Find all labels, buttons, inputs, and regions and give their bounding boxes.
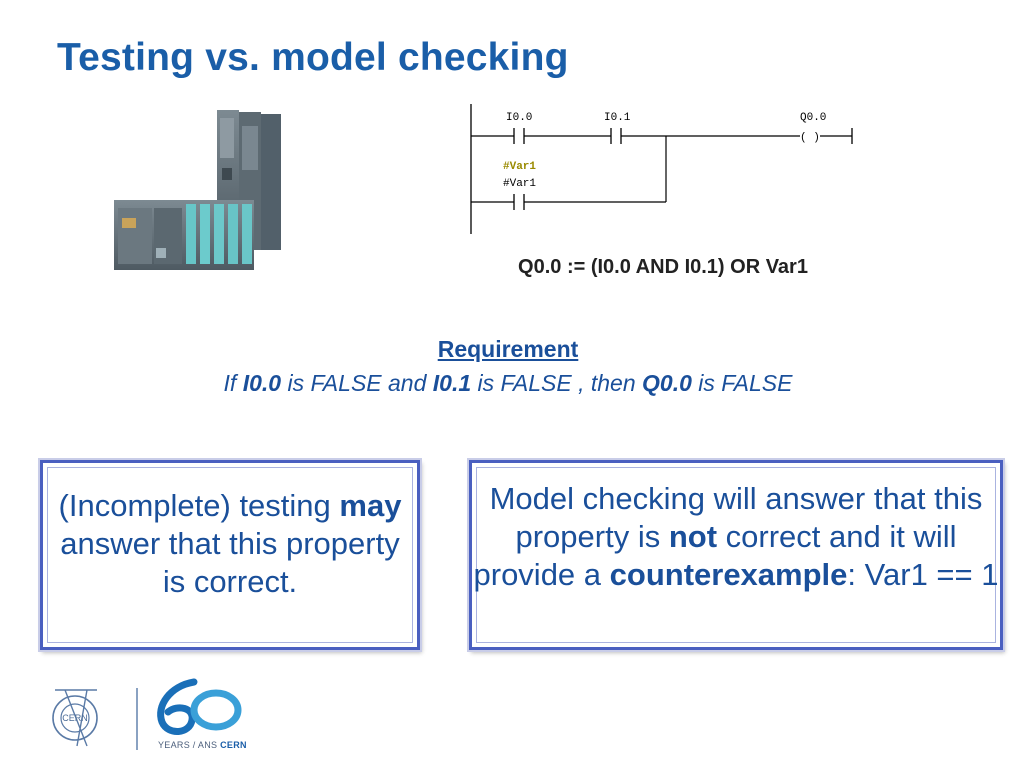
model-checking-callout-box: Model checking will answer that this pro… <box>469 460 1003 650</box>
cern-logo: CERN <box>52 689 98 747</box>
testing-callout-text: (Incomplete) testing may answer that thi… <box>58 488 402 599</box>
var-label: #Var1 <box>503 178 536 190</box>
cern-60-years-logo <box>157 678 242 735</box>
ladder-diagram: I0.0 I0.1 Q0.0 ( ) #Var1 #Var1 <box>470 104 853 234</box>
coil-q00-label: Q0.0 <box>800 112 826 124</box>
years-tagline: YEARS / ANS CERN <box>158 740 247 750</box>
plc-hardware-image <box>114 110 281 270</box>
logo-divider <box>136 688 138 750</box>
coil-symbol: ( ) <box>800 132 820 144</box>
requirement-text: If I0.0 is FALSE and I0.1 is FALSE , the… <box>223 370 793 396</box>
model-checking-callout-text: Model checking will answer that this pro… <box>473 481 999 592</box>
contact-i01-label: I0.1 <box>604 112 631 124</box>
requirement-heading: Requirement <box>437 336 579 362</box>
var-highlight-label: #Var1 <box>503 161 536 173</box>
logic-equation: Q0.0 := (I0.0 AND I0.1) OR Var1 <box>518 256 808 278</box>
contact-i00-label: I0.0 <box>506 112 532 124</box>
slide-title: Testing vs. model checking <box>57 36 569 79</box>
cern-logo-text: CERN <box>62 713 88 723</box>
testing-callout-box: (Incomplete) testing may answer that thi… <box>40 460 420 650</box>
